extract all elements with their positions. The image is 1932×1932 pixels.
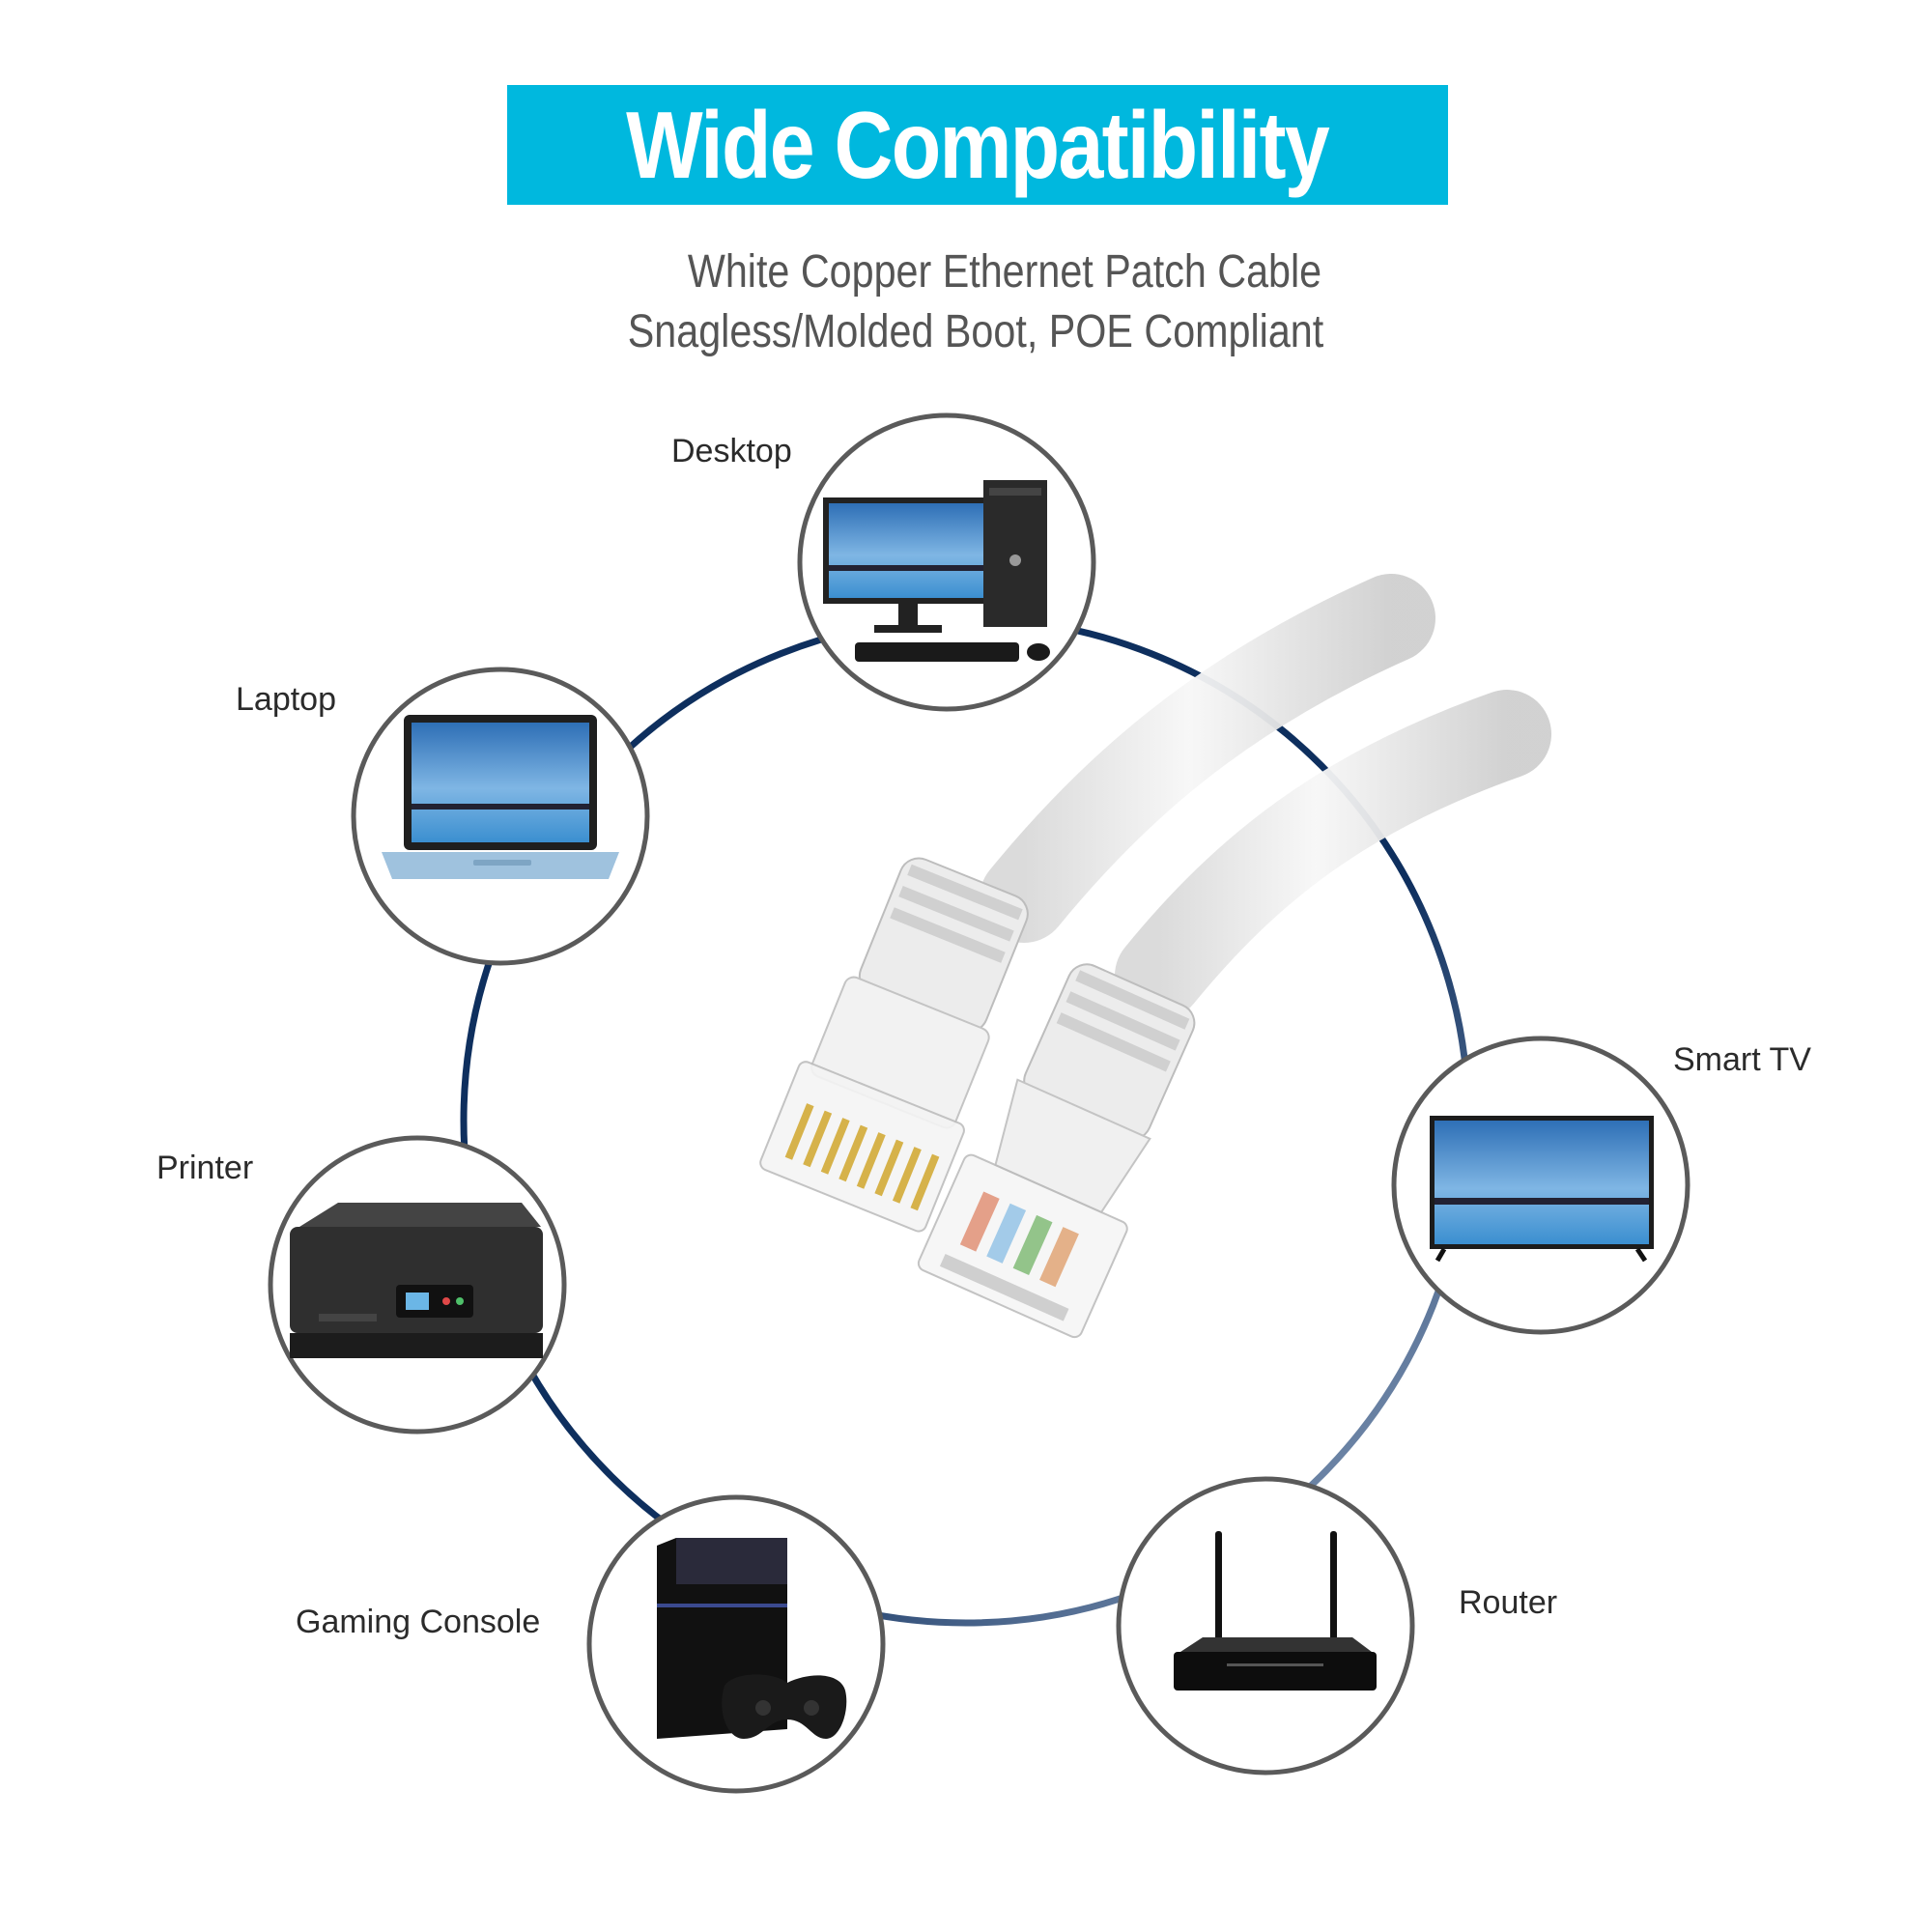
- banner: Wide Compatibility: [507, 85, 1448, 205]
- subtitle-line-2: Snagless/Molded Boot, POE Compliant: [627, 306, 1324, 357]
- smart-tv-icon: [1430, 1116, 1654, 1263]
- ethernet-cable-illustration: [759, 574, 1551, 1339]
- desktop-circle: [797, 412, 1096, 712]
- label-gaming-console: Gaming Console: [296, 1604, 541, 1640]
- printer-circle: [268, 1135, 567, 1435]
- label-printer: Printer: [156, 1150, 254, 1186]
- desktop-icon: [823, 480, 1050, 662]
- printer-icon: [290, 1203, 543, 1358]
- router-circle: [1116, 1476, 1415, 1776]
- gaming-console-icon: [657, 1538, 847, 1739]
- banner-background: [507, 85, 1448, 205]
- label-desktop: Desktop: [671, 433, 792, 469]
- router-icon: [1174, 1531, 1377, 1690]
- smart-tv-circle: [1391, 1036, 1690, 1335]
- laptop-icon: [382, 715, 619, 879]
- label-laptop: Laptop: [236, 681, 336, 718]
- gaming-console-circle: [586, 1494, 886, 1794]
- label-router: Router: [1459, 1584, 1558, 1621]
- subtitle-line-1: White Copper Ethernet Patch Cable: [687, 246, 1322, 298]
- laptop-circle: [351, 667, 650, 966]
- banner-title: Wide Compatibility: [626, 91, 1331, 198]
- label-smart-tv: Smart TV: [1673, 1041, 1811, 1078]
